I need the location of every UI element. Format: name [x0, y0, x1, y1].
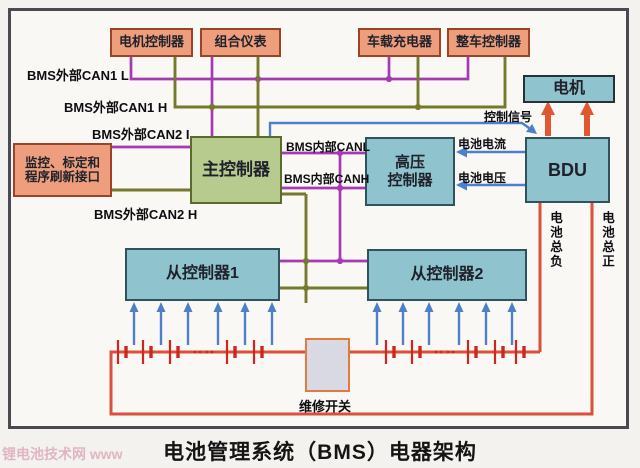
cell-tap-arrows — [129, 302, 517, 345]
box-bdu: BDU — [525, 137, 610, 203]
box-slave-controller-2-label: 从控制器2 — [410, 265, 484, 283]
box-slave-controller-1-label: 从控制器1 — [166, 265, 239, 283]
box-motor-label: 电机 — [552, 79, 585, 97]
box-instrument-cluster-label: 组合仪表 — [214, 34, 267, 50]
battery-chain-2 — [384, 340, 526, 364]
box-motor: 电机 — [523, 75, 615, 103]
hv-power-loop — [109, 203, 594, 416]
diagram-title: 电池管理系统（BMS）电器架构 — [163, 441, 477, 464]
box-monitor-interface: 监控、标定和 程序刷新接口 — [13, 143, 112, 197]
label-can1-l: BMS外部CAN1 L — [27, 68, 129, 83]
box-vehicle-controller-label: 整车控制器 — [455, 34, 521, 50]
can1-l-bus — [129, 57, 470, 140]
box-onboard-charger: 车载充电器 — [358, 28, 441, 57]
label-can1-h: BMS外部CAN1 H — [64, 100, 168, 115]
watermark: 锂电池技术网 www — [2, 446, 123, 462]
label-internal-canl: BMS内部CANL — [286, 140, 370, 154]
box-motor-controller: 电机控制器 — [110, 28, 193, 57]
box-slave-controller-2: 从控制器2 — [367, 249, 527, 301]
monitor-interface-line2: 程序刷新接口 — [24, 170, 100, 184]
hv-controller-line2: 控制器 — [387, 171, 433, 189]
hv-controller-line1: 高压 — [394, 154, 425, 172]
box-motor-controller-label: 电机控制器 — [118, 34, 184, 50]
box-vehicle-controller: 整车控制器 — [447, 28, 530, 57]
box-service-switch — [305, 338, 350, 392]
can1-h-bus — [173, 57, 507, 140]
box-hv-controller: 高压 控制器 — [365, 137, 455, 206]
box-main-controller: 主控制器 — [190, 136, 282, 204]
label-battery-total-negative: 电池总负 — [548, 211, 562, 269]
box-bdu-label: BDU — [548, 159, 587, 180]
battery-current-line — [456, 146, 525, 158]
box-slave-controller-1: 从控制器1 — [125, 248, 280, 301]
label-battery-voltage: 电池电压 — [458, 171, 507, 185]
box-onboard-charger-label: 车载充电器 — [366, 34, 432, 50]
battery-chain-1 — [116, 340, 264, 364]
monitor-interface-line1: 监控、标定和 — [24, 155, 100, 170]
internal-can-lines — [280, 149, 367, 303]
label-internal-canh: BMS内部CANH — [284, 172, 370, 186]
label-battery-total-positive: 电池总正 — [600, 211, 614, 269]
label-control-signal: 控制信号 — [484, 110, 533, 124]
box-main-controller-label: 主控制器 — [202, 160, 270, 180]
label-battery-current: 电池电流 — [458, 137, 507, 151]
label-can2-i: BMS外部CAN2 I — [92, 127, 190, 142]
label-service-switch: 维修开关 — [299, 399, 352, 414]
battery-voltage-line — [456, 179, 525, 191]
can2-lines — [112, 145, 192, 192]
bdu-to-motor-arrows — [541, 101, 594, 136]
box-instrument-cluster: 组合仪表 — [200, 28, 281, 57]
control-signal-line — [268, 121, 537, 140]
label-can2-h: BMS外部CAN2 H — [94, 207, 198, 222]
